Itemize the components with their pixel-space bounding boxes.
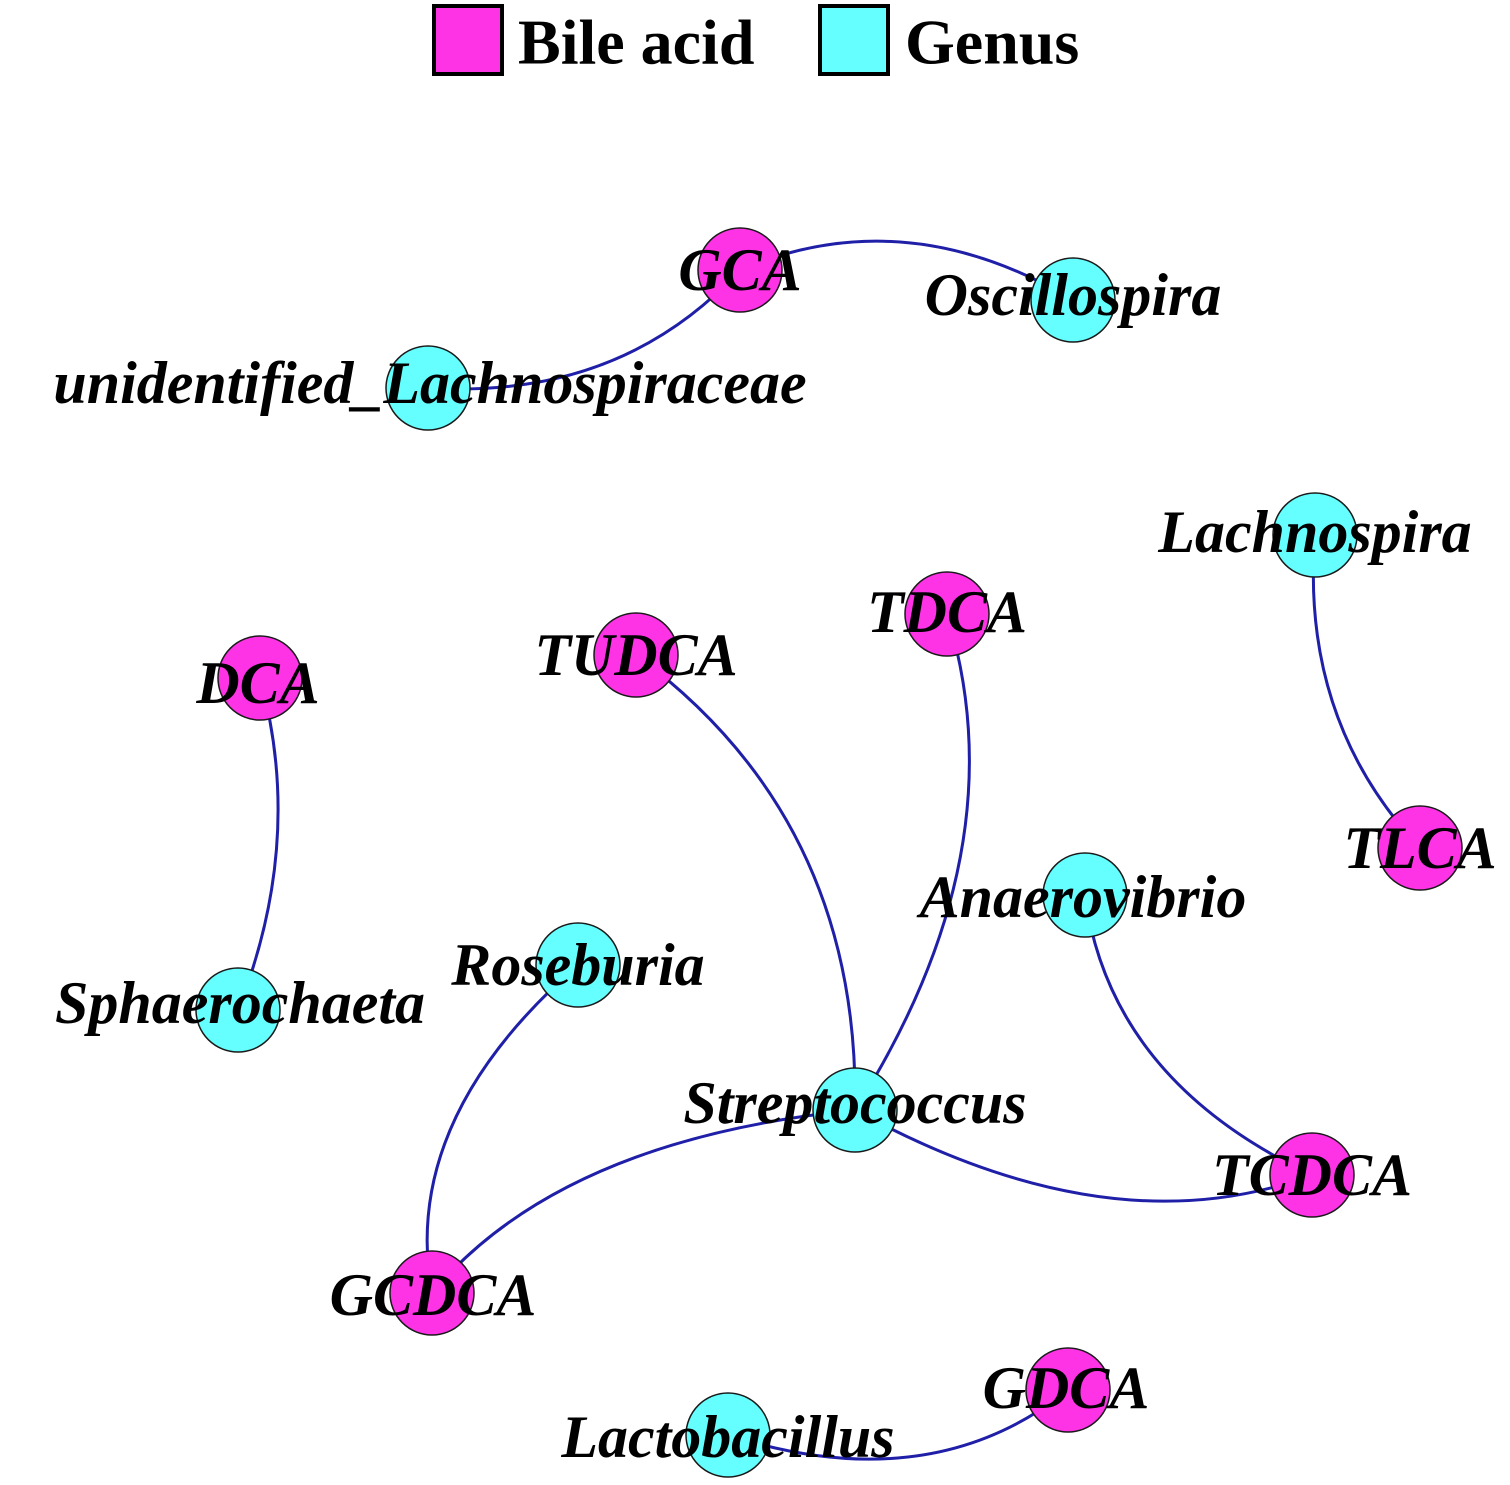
edge-lachnospira-tlca xyxy=(1311,534,1422,850)
node-label-roseburia: Roseburia xyxy=(450,932,704,998)
node-tcdca xyxy=(1269,1132,1355,1218)
node-streptococcus xyxy=(812,1067,898,1153)
node-gdca xyxy=(1025,1347,1111,1433)
node-label-tdca: TDCA xyxy=(867,579,1027,645)
node-labels: GCA Oscillospira unidentified_Lachnospirac… xyxy=(53,237,1496,1470)
node-oscillospira xyxy=(1030,257,1116,343)
node-tdca xyxy=(904,571,990,657)
node-label-gca: GCA xyxy=(678,237,801,303)
edge-anaerovibrio-tcdca xyxy=(1083,894,1313,1177)
edge-streptococcus-gcdca xyxy=(430,1108,856,1294)
node-label-sphaerochaeta: Sphaerochaeta xyxy=(55,970,425,1036)
node-gca xyxy=(697,227,783,313)
edge-gca-oscillospira xyxy=(739,239,1074,302)
node-label-lactobacillus: Lactobacillus xyxy=(560,1404,894,1470)
node-dca xyxy=(217,635,303,721)
node-label-tlca: TLCA xyxy=(1343,815,1496,881)
node-label-streptococcus: Streptococcus xyxy=(683,1070,1026,1136)
edges xyxy=(236,239,1422,1461)
legend-label-bile-acid: Bile acid xyxy=(518,7,754,78)
node-label-oscillospira: Oscillospira xyxy=(925,262,1222,328)
node-label-unidentified_lachnospiraceae: unidentified_Lachnospiraceae xyxy=(53,350,806,416)
node-gcdca xyxy=(389,1250,475,1336)
legend-swatch-genus xyxy=(818,4,890,76)
edge-tdca-streptococcus xyxy=(853,613,971,1111)
edge-tudca-streptococcus xyxy=(635,653,857,1111)
node-label-gcdca: GCDCA xyxy=(330,1262,537,1328)
edge-roseburia-gcdca xyxy=(425,963,579,1294)
node-anaerovibrio xyxy=(1042,852,1128,938)
node-roseburia xyxy=(535,922,621,1008)
node-tlca xyxy=(1377,805,1463,891)
node-label-gdca: GDCA xyxy=(983,1355,1150,1421)
edge-dca-sphaerochaeta xyxy=(236,677,280,1011)
node-label-dca: DCA xyxy=(195,650,319,716)
node-lachnospira xyxy=(1272,492,1358,578)
node-label-anaerovibrio: Anaerovibrio xyxy=(916,864,1247,930)
node-label-tudca: TUDCA xyxy=(534,622,737,688)
edge-streptococcus-tcdca xyxy=(854,1108,1313,1203)
legend: Bile acid Genus xyxy=(432,4,1079,78)
node-tudca xyxy=(593,612,679,698)
node-sphaerochaeta xyxy=(195,967,281,1053)
nodes xyxy=(195,227,1463,1478)
edge-lactobacillus-gdca xyxy=(727,1388,1069,1461)
legend-swatch-bile-acid xyxy=(432,4,504,76)
legend-label-genus: Genus xyxy=(905,7,1079,78)
node-lactobacillus xyxy=(685,1392,771,1478)
edge-gca-unidentified_lachnospiraceae xyxy=(427,268,742,391)
node-unidentified_lachnospiraceae xyxy=(385,345,471,431)
node-label-lachnospira: Lachnospira xyxy=(1157,499,1471,565)
node-label-tcdca: TCDCA xyxy=(1212,1142,1412,1208)
